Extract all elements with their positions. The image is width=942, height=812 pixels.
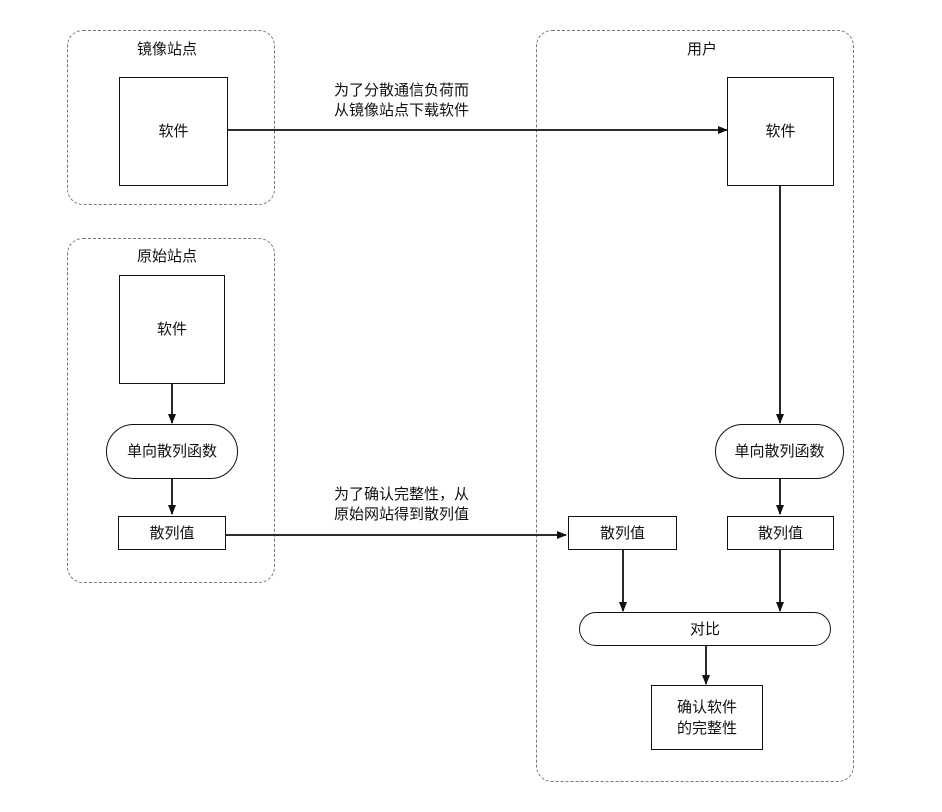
original-hash-value-box: 散列值 bbox=[118, 516, 226, 550]
original-software-box: 软件 bbox=[119, 275, 225, 384]
mirror-site-title: 镜像站点 bbox=[137, 40, 198, 58]
confirm-integrity-box: 确认软件 的完整性 bbox=[651, 685, 763, 750]
original-hash-function-node: 单向散列函数 bbox=[106, 424, 238, 479]
download-edge-label: 为了分散通信负荷而 从镜像站点下载软件 bbox=[334, 80, 469, 121]
user-group bbox=[536, 30, 854, 782]
download-edge-label-line-1: 为了分散通信负荷而 bbox=[334, 81, 470, 99]
hash-edge-label-line-1: 为了确认完整性，从 bbox=[334, 485, 470, 503]
download-edge-label-line-2: 从镜像站点下载软件 bbox=[334, 101, 470, 120]
hash-edge-label: 为了确认完整性，从 原始网站得到散列值 bbox=[334, 484, 469, 525]
mirror-site-group bbox=[67, 30, 275, 205]
original-site-title: 原始站点 bbox=[137, 247, 198, 265]
computed-hash-value-box: 散列值 bbox=[727, 516, 834, 550]
confirm-line-1: 确认软件 bbox=[676, 698, 737, 717]
hash-edge-label-line-2: 原始网站得到散列值 bbox=[334, 505, 470, 524]
received-hash-value-box: 散列值 bbox=[568, 516, 677, 550]
confirm-line-2: 的完整性 bbox=[676, 718, 737, 737]
original-site-group bbox=[67, 238, 275, 583]
user-software-box: 软件 bbox=[727, 77, 834, 186]
user-title: 用户 bbox=[687, 40, 718, 58]
compare-node: 对比 bbox=[579, 612, 831, 646]
user-hash-function-node: 单向散列函数 bbox=[715, 424, 844, 479]
mirror-software-box: 软件 bbox=[119, 77, 228, 186]
